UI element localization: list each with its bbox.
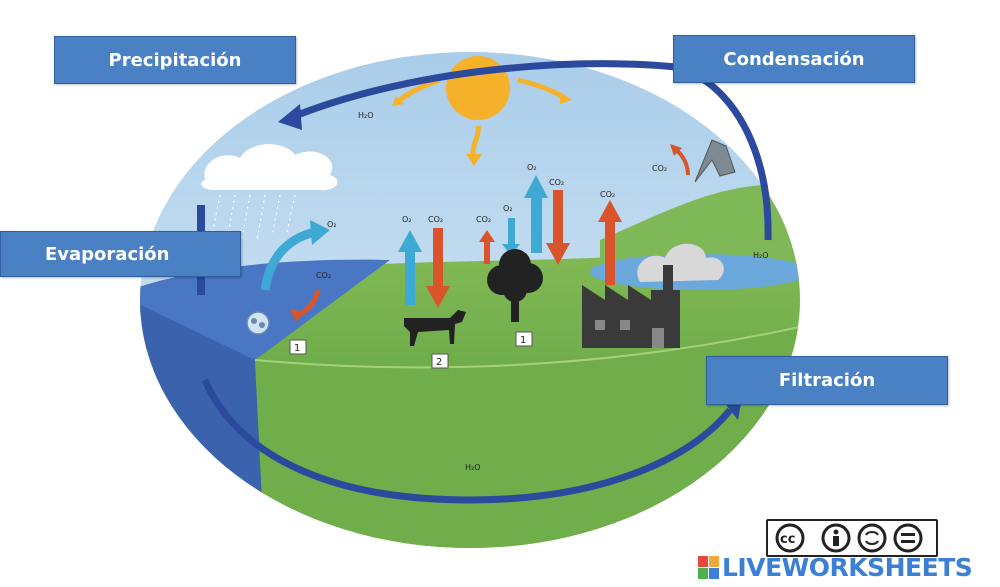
co2-label-factory: CO₂ bbox=[600, 190, 615, 199]
creative-commons-badge: cc bbox=[766, 519, 938, 557]
o2-label-tree-b: O₂ bbox=[527, 163, 537, 172]
o2-label-tree-a: O₂ bbox=[503, 204, 513, 213]
o2-label-ocean: O₂ bbox=[327, 220, 337, 229]
o2-label-animal: O₂ bbox=[402, 215, 412, 224]
ocean-o2-arrowhead bbox=[310, 220, 330, 245]
ocean-o2-arrow bbox=[260, 227, 317, 291]
tree-co2-arrowhead-a bbox=[479, 230, 495, 242]
plankton-cell bbox=[259, 322, 265, 328]
liveworksheets-logo-icon bbox=[698, 556, 719, 579]
rim-line bbox=[254, 319, 800, 369]
cc-icons: cc bbox=[775, 523, 923, 553]
liveworksheets-watermark: LIVEWORKSHEETS bbox=[722, 553, 973, 582]
tag-animal-number: 2 bbox=[436, 357, 442, 368]
animal-o2-arrow-shaft bbox=[405, 250, 415, 305]
tag-ocean: 1 bbox=[289, 339, 307, 355]
h2o-label-bottom: H₂O bbox=[465, 463, 481, 472]
tag-ocean-number: 1 bbox=[294, 343, 300, 354]
tag-tree: 1 bbox=[515, 331, 533, 347]
factory-co2-arrowhead bbox=[598, 200, 622, 222]
filtration-label-box[interactable]: Filtración bbox=[706, 356, 948, 405]
animal-co2-arrowhead bbox=[426, 286, 450, 308]
tag-animal: 2 bbox=[431, 353, 449, 369]
evaporation-label: Evaporación bbox=[45, 243, 170, 265]
precipitation-arrow bbox=[288, 60, 701, 122]
filtration-label: Filtración bbox=[778, 370, 876, 391]
sharealike-icon bbox=[893, 523, 923, 553]
plankton-cell bbox=[251, 318, 257, 324]
h2o-label-right: H₂O bbox=[753, 251, 769, 260]
precipitation-label: Precipitación bbox=[108, 49, 242, 71]
co2-label-volcano: CO₂ bbox=[652, 164, 667, 173]
co2-label-tree-b: CO₂ bbox=[549, 178, 564, 187]
horse-icon bbox=[404, 310, 466, 346]
co2-label-animal: CO₂ bbox=[428, 215, 443, 224]
noncommercial-icon bbox=[857, 523, 887, 553]
tree-co2-arrow-shaft-b bbox=[553, 190, 563, 245]
tree-co2-arrow-shaft-a bbox=[484, 240, 490, 264]
cc-icon bbox=[775, 523, 805, 553]
animal-co2-arrow-shaft bbox=[433, 228, 443, 288]
smoke-cloud bbox=[637, 243, 724, 282]
tree-o2-arrow-shaft-b bbox=[531, 195, 542, 253]
factory-co2-arrow-shaft bbox=[605, 220, 615, 285]
tree-o2-arrowhead-b bbox=[524, 175, 548, 198]
animal-o2-arrowhead bbox=[398, 230, 422, 252]
plankton-icon bbox=[246, 311, 270, 335]
volcano-co2-arrowhead bbox=[670, 144, 682, 156]
volcano-icon bbox=[694, 139, 736, 183]
condensation-label: Condensación bbox=[723, 48, 865, 70]
precipitation-label-box[interactable]: Precipitación bbox=[54, 36, 296, 84]
h2o-label-sky: H₂O bbox=[358, 111, 374, 120]
tree-co2-arrowhead-b bbox=[546, 243, 570, 265]
ocean-co2-arrowhead bbox=[290, 309, 304, 322]
co2-label-ocean: CO₂ bbox=[316, 271, 331, 280]
cc-text: cc bbox=[780, 532, 795, 547]
tree-icon bbox=[487, 249, 543, 322]
tag-tree-number: 1 bbox=[520, 335, 526, 346]
rain-cloud bbox=[201, 144, 338, 241]
factory-icon bbox=[582, 243, 724, 348]
condensation-label-box[interactable]: Condensación bbox=[673, 35, 915, 83]
filtration-arrow bbox=[201, 378, 733, 504]
precipitation-arrowhead bbox=[278, 104, 302, 130]
evaporation-label-box[interactable]: Evaporación bbox=[0, 231, 241, 277]
co2-label-tree-a: CO₂ bbox=[476, 215, 491, 224]
tree-o2-arrow-shaft-a bbox=[508, 218, 515, 246]
